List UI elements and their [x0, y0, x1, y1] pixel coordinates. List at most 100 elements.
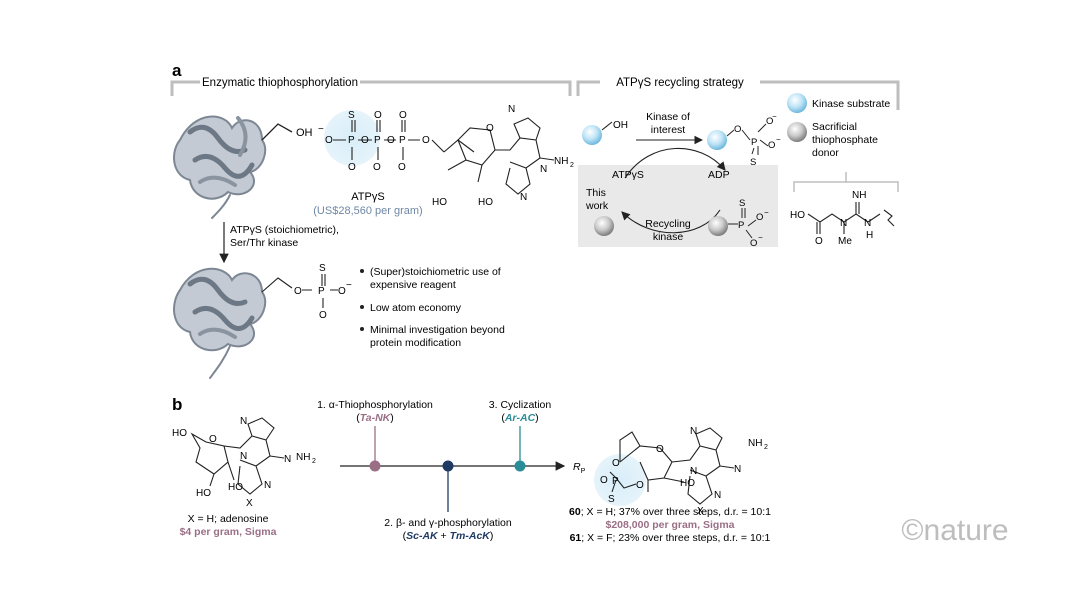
svg-text:N: N — [264, 480, 271, 491]
donor-bracket — [793, 172, 899, 192]
svg-text:N: N — [520, 192, 527, 203]
svg-text:N: N — [690, 466, 697, 477]
svg-text:Me: Me — [838, 236, 852, 247]
recycling-kinase-line2: kinase — [653, 231, 684, 243]
panel-a-label: a — [172, 61, 182, 80]
svg-text:NH: NH — [748, 438, 762, 449]
bullet-1-line2: expensive reagent — [370, 279, 456, 291]
svg-text:O: O — [750, 238, 757, 249]
bullet-2: Low atom economy — [370, 302, 462, 314]
nature-watermark: ©nature — [901, 514, 1008, 547]
svg-text:N: N — [840, 218, 847, 229]
svg-text:HO: HO — [172, 428, 187, 439]
svg-text:O: O — [319, 310, 327, 321]
protein-structure-bottom — [173, 267, 267, 379]
svg-text:S: S — [750, 157, 756, 168]
legend-substrate-label: Kinase substrate — [812, 98, 890, 110]
step2-node — [442, 460, 454, 472]
legend-donor-line2: thiophosphate — [812, 134, 878, 146]
svg-text:−: − — [758, 233, 763, 242]
svg-text:O: O — [486, 123, 494, 134]
svg-text:−: − — [318, 124, 324, 135]
svg-text:HO: HO — [228, 482, 243, 493]
step1-label: 1. α-Thiophosphorylation — [317, 399, 433, 411]
cycle-arc-top — [624, 147, 726, 179]
svg-text:O: O — [348, 162, 356, 173]
svg-text:H: H — [866, 230, 873, 241]
svg-text:−: − — [764, 208, 769, 217]
legend-donor-line1: Sacrificial — [812, 121, 857, 133]
svg-text:N: N — [540, 164, 547, 175]
svg-text:P: P — [738, 220, 744, 231]
kinase-interest-line1: Kinase of — [646, 111, 690, 123]
svg-text:S: S — [608, 494, 615, 505]
svg-text:N: N — [690, 426, 697, 437]
svg-text:P: P — [374, 135, 381, 146]
svg-text:NH: NH — [296, 452, 310, 463]
substrate-sphere-product — [707, 130, 727, 150]
product-60-price: $208,000 per gram, Sigma — [606, 519, 735, 531]
product-61: 61; X = F; 23% over three steps, d.r. = … — [570, 532, 771, 544]
step3-enzyme: (Ar-AC) — [501, 412, 538, 424]
cyclic-phosphate-highlight — [594, 454, 646, 506]
svg-text:O: O — [815, 236, 823, 247]
arrow-label-line2: Ser/Thr kinase — [230, 237, 298, 249]
svg-text:NH: NH — [852, 190, 866, 201]
adenosine-label: X = H; adenosine — [188, 513, 269, 525]
donor-sphere-right — [708, 216, 728, 236]
bullet-3-line2: protein modification — [370, 337, 461, 349]
step3-label: 3. Cyclization — [489, 399, 552, 411]
svg-text:O: O — [656, 444, 664, 455]
atpgs-name: ATPγS — [351, 191, 384, 203]
limitations-list: (Super)stoichiometric use of expensive r… — [360, 266, 505, 349]
svg-text:2: 2 — [570, 162, 574, 169]
svg-text:HO: HO — [680, 478, 695, 489]
svg-text:O: O — [636, 480, 644, 491]
svg-text:S: S — [348, 110, 355, 121]
svg-text:O: O — [361, 135, 369, 146]
product-60: 60; X = H; 37% over three steps, d.r. = … — [569, 506, 771, 518]
step2-label: 2. β- and γ-phosphorylation — [384, 517, 512, 529]
kinase-interest-line2: interest — [651, 124, 686, 136]
substrate-hydroxyl: OH — [613, 120, 628, 131]
svg-text:O: O — [399, 110, 407, 121]
atpgs-price: (US$28,560 per gram) — [313, 205, 422, 217]
svg-text:O: O — [338, 286, 346, 297]
svg-text:X: X — [697, 506, 704, 517]
svg-text:P: P — [399, 135, 406, 146]
left-section-title: Enzymatic thiophosphorylation — [202, 77, 358, 89]
svg-text:−: − — [346, 280, 352, 291]
svg-text:O: O — [612, 458, 620, 469]
thiophosphorylated-serine: O P S O O − — [261, 263, 352, 321]
svg-text:O: O — [422, 135, 430, 146]
cyclic-product-structure: O O P S O O HO N N N N NH 2 X — [600, 426, 768, 517]
donor-sphere-left — [594, 216, 614, 236]
creatine-structure: HO O N Me NH N H — [790, 190, 895, 247]
svg-text:O: O — [600, 475, 608, 486]
serine-sidechain-top — [261, 123, 293, 141]
svg-text:O: O — [734, 124, 741, 135]
this-work-line1: This — [586, 187, 606, 199]
hydroxyl-top: OH — [296, 127, 313, 139]
svg-text:N: N — [734, 464, 741, 475]
svg-text:S: S — [319, 263, 326, 274]
svg-text:O: O — [209, 434, 217, 445]
cycle-atpgs: ATPγS — [612, 169, 644, 181]
svg-text:NH: NH — [554, 156, 568, 167]
step1-enzyme: (Ta-NK) — [356, 412, 394, 424]
legend-donor-line3: donor — [812, 147, 839, 159]
donor-thiophosphate: P S O − O − — [728, 198, 769, 249]
product-thiophosphate: O P O − O − S — [726, 112, 781, 168]
svg-text:S: S — [739, 198, 745, 209]
panel-b-label: b — [172, 395, 182, 414]
svg-text:O: O — [387, 135, 395, 146]
right-section-title: ATPγS recycling strategy — [616, 77, 744, 89]
adenosine-structure: HO HO HO O N N N N NH 2 X — [172, 416, 316, 509]
svg-text:N: N — [864, 218, 871, 229]
step3-node — [514, 460, 526, 472]
bullet-1-line1: (Super)stoichiometric use of — [370, 266, 501, 278]
svg-text:HO: HO — [196, 488, 211, 499]
svg-text:O: O — [373, 162, 381, 173]
svg-text:N: N — [284, 454, 291, 465]
rp-label: RP — [573, 461, 586, 475]
